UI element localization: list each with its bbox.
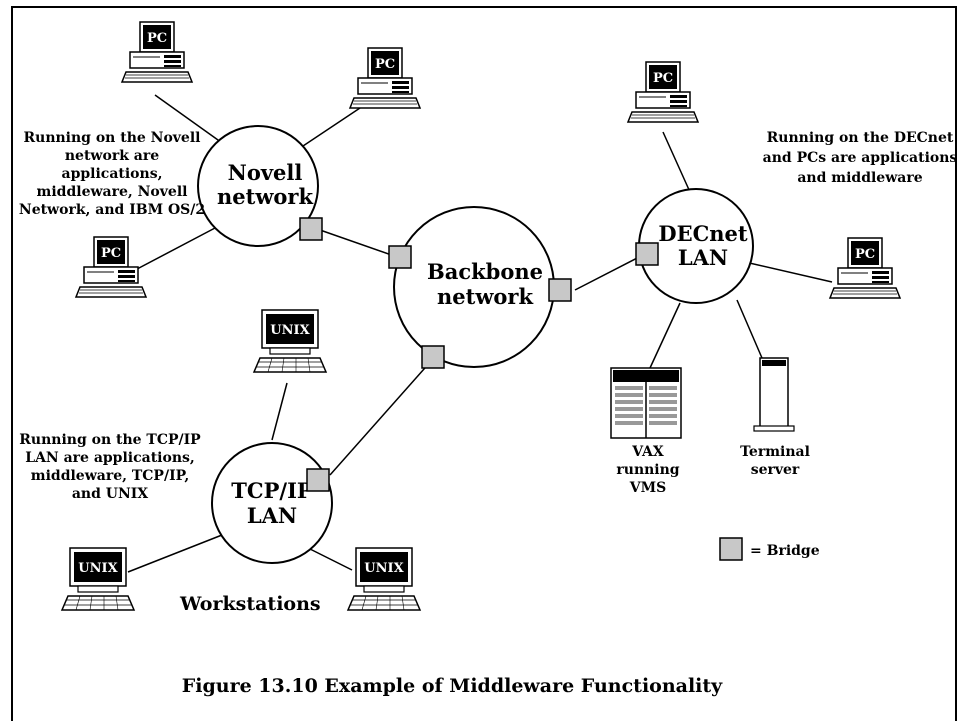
tcpip-lan-label-line1: TCP/IP	[231, 478, 313, 503]
vax-label-line2: running	[616, 462, 679, 478]
tcpip-lan: TCP/IP LAN	[211, 442, 333, 564]
terminal-server-label-line1: Terminal	[740, 444, 810, 460]
bridge-backbone-bottom	[421, 345, 445, 369]
figure-border	[11, 6, 957, 721]
novell-note-line2: network are	[65, 148, 159, 164]
pc-screen-label: PC	[653, 71, 673, 86]
figure-caption: Figure 13.10 Example of Middleware Funct…	[182, 675, 723, 697]
terminal-server: Terminal server	[740, 357, 810, 478]
tcpip-note-line4: and UNIX	[72, 486, 148, 502]
backbone-network: Backbone network	[393, 206, 555, 368]
bridge-decnet	[635, 242, 659, 266]
pc-novell-bottom: PC	[75, 236, 147, 298]
novell-network-label-line1: Novell	[228, 160, 303, 185]
pc-screen-label: PC	[855, 247, 875, 262]
bridge-backbone-left	[388, 245, 412, 269]
novell-network: Novell network	[197, 125, 319, 247]
vax-label-line3: VMS	[629, 480, 666, 496]
novell-note-line3: applications,	[62, 166, 163, 182]
pc-screen-label: PC	[101, 246, 121, 261]
unix-workstation-left: UNIX	[61, 547, 135, 611]
tcpip-note-line1: Running on the TCP/IP	[19, 432, 201, 448]
decnet-lan-label-line1: DECnet	[658, 221, 748, 246]
novell-note-line4: middleware, Novell	[37, 184, 188, 200]
vax-machine: VAX running VMS	[610, 367, 682, 496]
backbone-network-label-line2: network	[437, 284, 533, 309]
bridge-novell	[299, 217, 323, 241]
decnet-note: Running on the DECnet and PCs are applic…	[763, 130, 958, 186]
bridge-legend-swatch	[719, 537, 743, 561]
novell-note-line5: Network, and IBM OS/2	[19, 202, 205, 218]
decnet-lan-label-line2: LAN	[678, 245, 728, 270]
novell-network-label-line2: network	[217, 184, 313, 209]
terminal-server-label-line2: server	[751, 462, 800, 478]
unix-workstation-top: UNIX	[253, 309, 327, 373]
unix-screen-label: UNIX	[78, 561, 118, 576]
pc-decnet-top: PC	[627, 61, 699, 123]
unix-workstation-right: UNIX	[347, 547, 421, 611]
vax-label-line1: VAX	[631, 444, 664, 460]
unix-screen-label: UNIX	[270, 323, 310, 338]
decnet-lan: DECnet LAN	[638, 188, 754, 304]
bridges	[299, 217, 659, 492]
backbone-network-label-line1: Backbone	[427, 259, 543, 284]
decnet-note-line3: and middleware	[797, 170, 922, 186]
novell-note-line1: Running on the Novell	[24, 130, 201, 146]
decnet-note-line1: Running on the DECnet	[767, 130, 954, 146]
tcpip-lan-label-line2: LAN	[247, 503, 297, 528]
bridge-legend-label: = Bridge	[750, 543, 820, 559]
pc-novell-right: PC	[349, 47, 421, 109]
tcpip-note-line2: LAN are applications,	[25, 450, 195, 466]
decnet-note-line2: and PCs are applications	[763, 150, 958, 166]
unix-screen-label: UNIX	[364, 561, 404, 576]
workstations-label: Workstations	[179, 593, 321, 615]
bridge-backbone-right	[548, 278, 572, 302]
pc-screen-label: PC	[375, 57, 395, 72]
pc-screen-label: PC	[147, 31, 167, 46]
tcpip-note: Running on the TCP/IP LAN are applicatio…	[19, 432, 201, 502]
novell-note: Running on the Novell network are applic…	[19, 130, 205, 218]
tcpip-note-line3: middleware, TCP/IP,	[31, 468, 189, 484]
bridge-tcpip	[306, 468, 330, 492]
pc-decnet-right: PC	[829, 237, 901, 299]
pc-novell-top: PC	[121, 21, 193, 83]
bridge-legend: = Bridge	[719, 537, 820, 561]
